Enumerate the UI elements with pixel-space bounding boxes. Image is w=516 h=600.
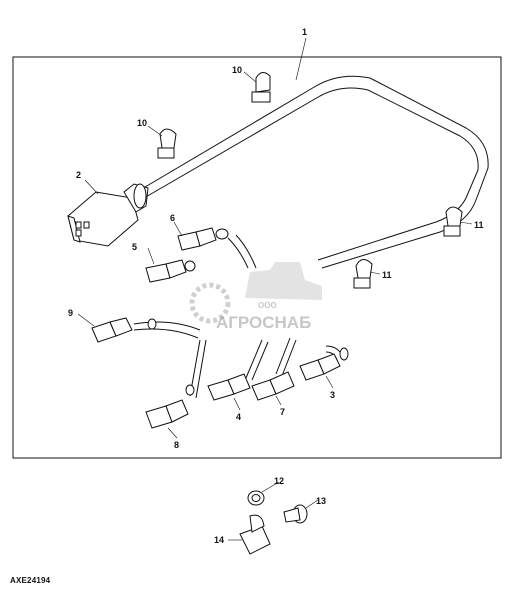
- watermark-tractor-icon: [245, 262, 322, 300]
- terminal-7: [251, 371, 295, 401]
- leader-lines: [77, 37, 473, 541]
- callout-9: 9: [68, 308, 73, 318]
- callout-11-lower: 11: [382, 270, 392, 280]
- callout-14: 14: [214, 535, 224, 545]
- watermark: ООО АГРОСНАБ: [189, 262, 322, 332]
- terminal-4: [207, 373, 251, 401]
- watermark-small-text: ООО: [258, 301, 277, 310]
- multi-pin-connector: [67, 183, 149, 247]
- callout-5: 5: [132, 242, 137, 252]
- callout-4: 4: [236, 412, 241, 422]
- callout-13: 13: [316, 496, 326, 506]
- callout-11-right: 11: [474, 220, 484, 230]
- callout-12: 12: [274, 476, 284, 486]
- callouts: 1 2 3 4 5 6 7 8 9 10 10 11 11 12 13 14: [68, 27, 484, 545]
- figure-id: AXE24194: [10, 576, 51, 585]
- terminal-5: [145, 259, 196, 283]
- callout-10-top: 10: [232, 65, 242, 75]
- terminal-6: [177, 227, 229, 251]
- callout-3: 3: [330, 390, 335, 400]
- terminal-8: [145, 384, 195, 429]
- callout-6: 6: [170, 213, 175, 223]
- callout-10-left: 10: [137, 118, 147, 128]
- watermark-gear-icon: [189, 282, 231, 324]
- callout-7: 7: [280, 407, 285, 417]
- terminal-9: [91, 317, 157, 343]
- screw-13: [283, 504, 308, 524]
- callout-1: 1: [302, 27, 307, 37]
- callout-2: 2: [76, 170, 81, 180]
- clip-10-left: [157, 128, 177, 159]
- callout-8: 8: [174, 440, 179, 450]
- clip-11-right: [443, 206, 463, 237]
- grommet-12: [247, 490, 265, 506]
- clip-10-top: [251, 72, 271, 103]
- terminal-3: [299, 347, 349, 381]
- watermark-main-text: АГРОСНАБ: [216, 313, 311, 332]
- clip-11-lower: [353, 259, 373, 289]
- clamp-14: [239, 514, 271, 555]
- diagram-frame: [12, 56, 502, 459]
